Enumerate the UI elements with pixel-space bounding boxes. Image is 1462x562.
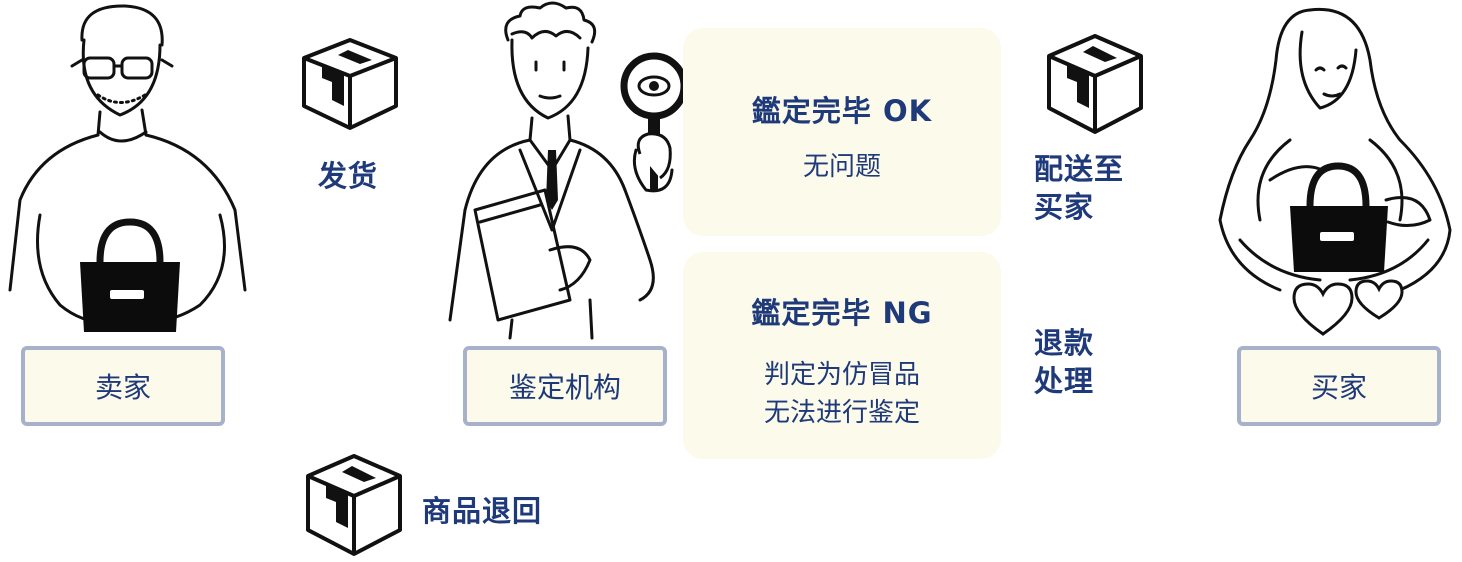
seller-label: 卖家 <box>21 346 225 426</box>
authenticator-label: 鉴定机构 <box>463 346 667 426</box>
handbag-icon <box>80 218 180 332</box>
step-ship: 发货 <box>318 159 379 193</box>
step-refund: 退款 处理 <box>1034 324 1094 400</box>
result-ok-card: 鑑定完毕 OK 无问题 <box>683 28 1001 236</box>
step-refund-line1: 退款 <box>1034 326 1095 360</box>
package-icon <box>298 36 402 132</box>
result-ng-card: 鑑定完毕 NG 判定为仿冒品 无法进行鉴定 <box>683 252 1001 459</box>
result-ok-desc: 无问题 <box>802 152 881 182</box>
magnifier-icon <box>618 50 690 200</box>
result-ng-desc-line2: 无法进行鉴定 <box>763 398 920 428</box>
result-ng-title: 鑑定完毕 NG <box>751 296 933 330</box>
handbag-icon <box>1290 162 1388 272</box>
seller-illustration <box>0 0 260 340</box>
authenticator-illustration <box>440 0 690 340</box>
package-icon <box>302 452 406 558</box>
step-return: 商品退回 <box>422 494 543 528</box>
step-refund-line2: 处理 <box>1034 364 1095 398</box>
step-deliver-line1: 配送至 <box>1034 152 1125 186</box>
buyer-label: 买家 <box>1237 346 1441 426</box>
step-deliver-line2: 买家 <box>1034 190 1095 224</box>
result-ok-title: 鑑定完毕 OK <box>751 94 933 128</box>
buyer-illustration <box>1210 0 1462 340</box>
heart-icon <box>1353 278 1405 322</box>
heart-icon <box>1290 280 1356 338</box>
step-deliver: 配送至 买家 <box>1034 150 1124 226</box>
result-ng-desc-line1: 判定为仿冒品 <box>763 360 920 390</box>
package-icon <box>1043 32 1147 136</box>
